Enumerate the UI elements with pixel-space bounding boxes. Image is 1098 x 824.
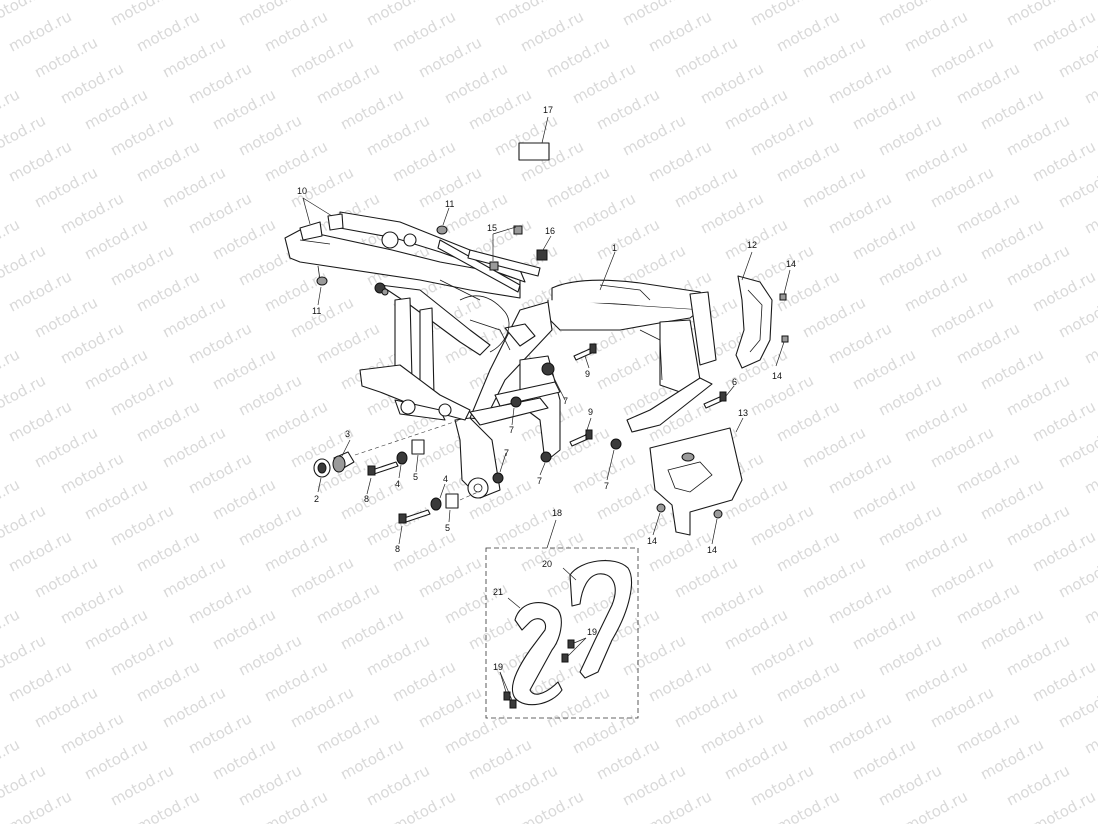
part-8-bolts bbox=[366, 461, 431, 545]
callout-19b: 19 bbox=[493, 662, 503, 672]
part-10-brackets bbox=[299, 197, 344, 241]
callout-14a: 14 bbox=[786, 259, 796, 269]
part-2-3-bushings bbox=[313, 439, 355, 493]
callout-5b: 5 bbox=[445, 523, 450, 533]
frame-main bbox=[284, 211, 717, 499]
callout-14d: 14 bbox=[707, 545, 717, 555]
callout-9b: 9 bbox=[588, 407, 593, 417]
callout-8a: 8 bbox=[364, 494, 369, 504]
callout-3: 3 bbox=[345, 429, 350, 439]
callout-7e: 7 bbox=[604, 481, 609, 491]
part-12-cover bbox=[735, 251, 791, 369]
callout-4b: 4 bbox=[443, 474, 448, 484]
part-6-bolt bbox=[703, 385, 735, 409]
callout-16: 16 bbox=[545, 226, 555, 236]
callout-7c: 7 bbox=[504, 448, 509, 458]
callout-6: 6 bbox=[732, 377, 737, 387]
callout-8b: 8 bbox=[395, 544, 400, 554]
callout-20: 20 bbox=[542, 559, 552, 569]
part-17-label bbox=[518, 116, 550, 161]
callout-1: 1 bbox=[612, 243, 617, 253]
callout-7a: 7 bbox=[563, 396, 568, 406]
callout-5a: 5 bbox=[413, 472, 418, 482]
callout-19a: 19 bbox=[587, 627, 597, 637]
callout-11a: 11 bbox=[445, 199, 454, 209]
callout-4a: 4 bbox=[395, 479, 400, 489]
callout-7d: 7 bbox=[537, 476, 542, 486]
callout-9a: 9 bbox=[585, 369, 590, 379]
part-9-bolts bbox=[569, 343, 597, 447]
callout-11b: 11 bbox=[312, 306, 321, 316]
callout-18: 18 bbox=[552, 508, 562, 518]
part-4-5-spacers bbox=[396, 439, 459, 523]
callout-10: 10 bbox=[297, 186, 307, 196]
part-11-grommets bbox=[316, 207, 450, 306]
callout-7f: 7 bbox=[548, 377, 553, 387]
callout-14c: 14 bbox=[647, 536, 657, 546]
callout-7b: 7 bbox=[509, 425, 514, 435]
part-18-guard-box bbox=[485, 519, 639, 719]
part-15-16-clips bbox=[489, 225, 552, 271]
callout-15: 15 bbox=[487, 223, 497, 233]
alignment-lines bbox=[354, 419, 479, 501]
callout-21: 21 bbox=[493, 587, 503, 597]
callout-2: 2 bbox=[314, 494, 319, 504]
callout-12: 12 bbox=[747, 240, 757, 250]
callout-labels: 1 2 3 4 4 5 5 6 7 7 7 7 7 7 8 8 9 9 10 1… bbox=[297, 105, 796, 672]
part-7-nuts bbox=[492, 362, 622, 484]
part-13-cover bbox=[649, 417, 744, 545]
callout-13: 13 bbox=[738, 408, 748, 418]
callout-17: 17 bbox=[543, 105, 553, 115]
callout-14b: 14 bbox=[772, 371, 782, 381]
